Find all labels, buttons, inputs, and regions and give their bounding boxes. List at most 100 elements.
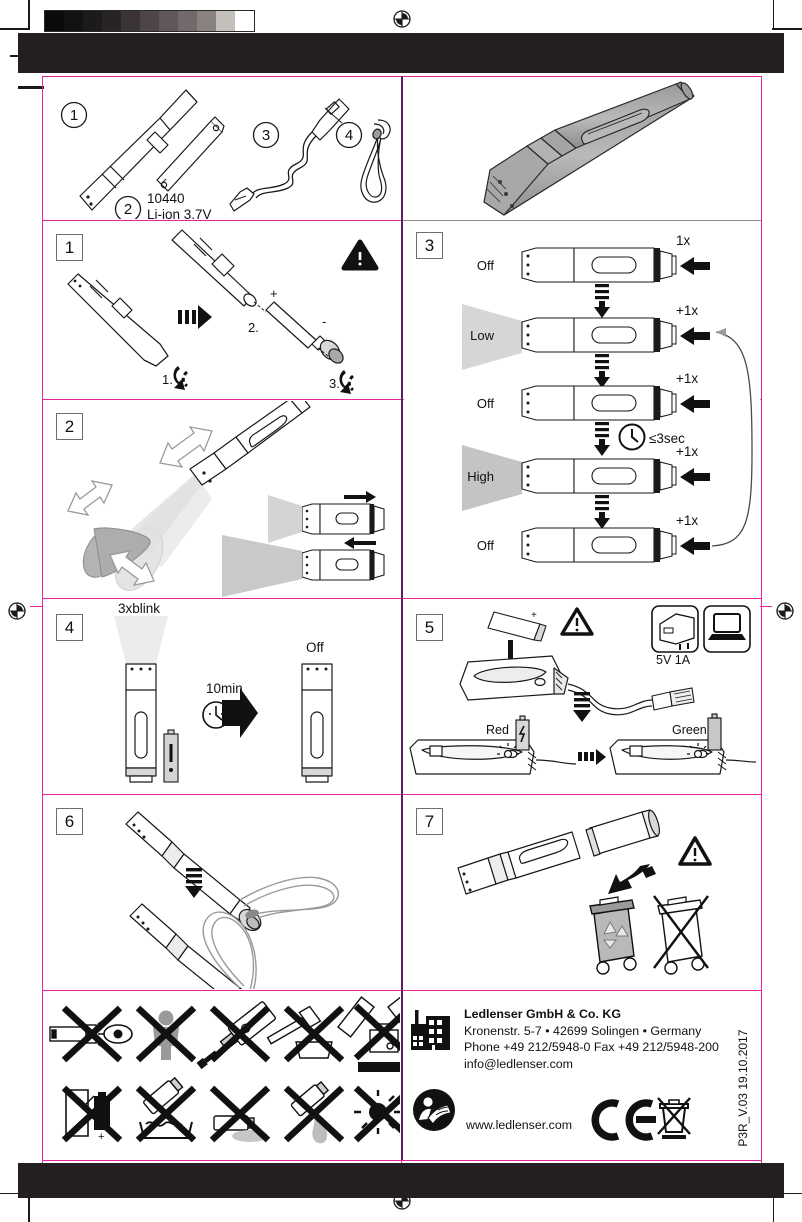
- step-4-badge: 4: [56, 614, 83, 641]
- crossed-bin-icon: [653, 895, 709, 975]
- warning-triangle-icon: [560, 607, 594, 636]
- grid-divider-r2-left: [42, 399, 402, 401]
- step-3-press-1: +1x: [676, 303, 698, 318]
- panel-step-5: 5 +: [404, 600, 760, 793]
- warning-triangle-icon: [341, 239, 379, 271]
- crop-mark-bl-v: [28, 1192, 30, 1222]
- step-3-state-0: Off: [477, 258, 494, 273]
- step-3-state-1: Low: [470, 328, 494, 343]
- liquid-crossed-icon: [212, 1088, 268, 1142]
- wall-adapter-icon: [651, 605, 699, 653]
- crop-tick-right: [760, 606, 772, 608]
- ce-mark-icon: [591, 1099, 656, 1141]
- step-4-duration: 10min: [206, 681, 243, 696]
- calibration-patch-4: [121, 11, 140, 31]
- fire-crossed-icon: [286, 1080, 342, 1144]
- clock-icon: [618, 423, 646, 451]
- crop-mark-br-h: [772, 1192, 802, 1194]
- grid-border-left: [42, 76, 44, 1160]
- step-3-timing: ≤3sec: [649, 431, 685, 446]
- callout-3-number: 3: [262, 127, 270, 144]
- calibration-patch-3: [102, 11, 121, 31]
- grid-divider-r1-left: [42, 220, 402, 222]
- company-phone: Phone +49 212/5948-0 Fax +49 212/5948-20…: [464, 1040, 719, 1054]
- weight-crossed-icon: [337, 996, 400, 1072]
- battery-polarity-crossed-icon: + - +: [64, 1088, 120, 1143]
- panel-step-4: 4: [44, 600, 400, 793]
- crop-mark-br-v: [772, 1192, 774, 1222]
- company-address: Kronenstr. 5-7 • 42699 Solingen • German…: [464, 1023, 702, 1038]
- led-indicator-red: [497, 743, 519, 759]
- water-crossed-icon: [138, 1076, 194, 1140]
- calibration-patch-8: [197, 11, 216, 31]
- step-1-label-1: 1.: [162, 372, 173, 387]
- step-1-label-2: 2.: [248, 320, 259, 335]
- calibration-patch-10: [235, 11, 254, 31]
- panel-hero-product: [404, 78, 760, 219]
- step-1-label-3: 3.: [329, 376, 340, 391]
- crop-tick-left: [30, 606, 42, 608]
- grid-divider-r1-right: [402, 220, 762, 222]
- calibration-patch-6: [159, 11, 178, 31]
- step-4-blink: 3xblink: [118, 601, 160, 616]
- crop-mark-tl-v: [28, 0, 30, 30]
- step-5-red-status: Red: [486, 723, 509, 737]
- svg-text:+: +: [98, 1131, 104, 1143]
- company-name: Ledlenser GmbH & Co. KG: [464, 1007, 621, 1021]
- step-2-badge: 2: [56, 413, 83, 440]
- step-3-press-2: +1x: [676, 371, 698, 386]
- crop-line-magenta-mid: [402, 605, 404, 619]
- footer-bar: [18, 1163, 784, 1198]
- calibration-patch-5: [140, 11, 159, 31]
- grid-border-bottom: [42, 1160, 762, 1162]
- calibration-patch-0: [45, 11, 64, 31]
- svg-text:+: +: [531, 610, 537, 621]
- panel-step-3: 3: [404, 222, 760, 597]
- callout-4-number: 4: [345, 127, 353, 144]
- calibration-patch-1: [64, 11, 83, 31]
- panel-step-7: 7: [404, 796, 760, 989]
- step-6-badge: 6: [56, 808, 83, 835]
- screwdriver-crossed-icon: [196, 1001, 276, 1070]
- step-3-state-4: Off: [477, 538, 494, 553]
- crop-mark-tl-h: [0, 28, 30, 30]
- person-crossed-icon: [138, 1008, 194, 1060]
- battery-spec-label: Li-ion 3.7V: [147, 207, 212, 219]
- crop-mark-tr-h: [772, 28, 802, 30]
- registration-mark-right: [774, 600, 796, 622]
- step-5-power: 5V 1A: [656, 653, 691, 667]
- calibration-patch-7: [178, 11, 197, 31]
- crop-mark-left-lower: [18, 86, 62, 89]
- registration-mark-left: [6, 600, 28, 622]
- step-3-press-0: 1x: [676, 233, 691, 248]
- step-3-state-3: High: [467, 469, 494, 484]
- header-bar: LEDLENSER P3R: [18, 33, 784, 98]
- panel-step-2: 2: [44, 401, 400, 597]
- panel-step-1: 1: [44, 222, 400, 398]
- crop-mark-bl-h: [0, 1192, 30, 1194]
- factory-icon: [411, 1010, 450, 1050]
- step-1-polarity-minus: -: [322, 314, 326, 329]
- sun-heat-crossed-icon: [354, 1088, 400, 1140]
- crop-mark-tr-v: [772, 0, 774, 30]
- battery-type-label: 10440: [147, 191, 185, 206]
- step-3-state-2: Off: [477, 396, 494, 411]
- company-address-block: Ledlenser GmbH & Co. KG Kronenstr. 5-7 •…: [464, 1006, 719, 1072]
- doc-date: 19.10.2017: [736, 1030, 750, 1091]
- document-version-block: P3R_V.03 19.10.2017: [735, 1030, 752, 1147]
- warning-triangle-icon: [678, 836, 712, 866]
- company-website: www.ledlenser.com: [466, 1118, 573, 1132]
- company-email: info@ledlenser.com: [464, 1056, 574, 1071]
- panel-safety-pictograms: + - +: [44, 992, 400, 1159]
- instruction-grid: 1 2 3 4 10440 Li-ion 3.7V: [42, 76, 762, 1162]
- step-5-green-status: Green: [672, 723, 707, 737]
- step-7-badge: 7: [416, 808, 443, 835]
- step-3-press-3: +1x: [676, 444, 698, 459]
- calibration-patch-2: [83, 11, 102, 31]
- callout-1-number: 1: [70, 107, 78, 124]
- panel-step-6: 6: [44, 796, 400, 989]
- panel-parts-list: 1 2 3 4 10440 Li-ion 3.7V: [44, 78, 400, 219]
- beam-eye-crossed-icon: [49, 1008, 133, 1060]
- registration-mark-top: [391, 8, 413, 30]
